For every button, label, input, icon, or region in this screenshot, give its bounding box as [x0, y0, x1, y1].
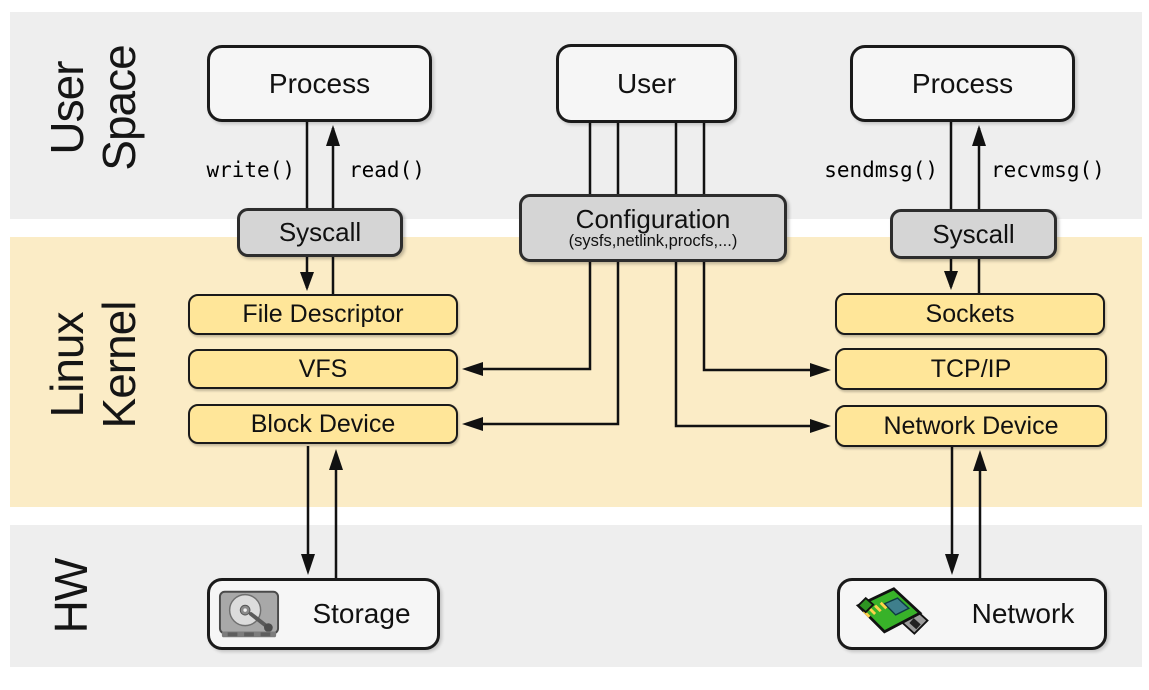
- network-device-label: Network Device: [883, 411, 1059, 440]
- tcpip-node: TCP/IP: [835, 348, 1107, 390]
- file-descriptor-label: File Descriptor: [242, 300, 404, 328]
- sockets-label: Sockets: [925, 299, 1015, 328]
- syscall-right-label: Syscall: [932, 218, 1015, 249]
- linux-kernel-label: Linux Kernel: [41, 295, 145, 435]
- read-call-label: read(): [349, 158, 425, 182]
- storage-label: Storage: [312, 598, 411, 629]
- network-label: Network: [971, 598, 1075, 629]
- hw-label-line1: HW: [45, 558, 97, 634]
- configuration-node: Configuration (sysfs,netlink,procfs,...): [519, 194, 787, 262]
- write-call-label: write(): [206, 158, 295, 182]
- syscall-node-right: Syscall: [890, 209, 1057, 259]
- network-device-node: Network Device: [835, 405, 1107, 447]
- configuration-title: Configuration: [575, 203, 731, 234]
- linux-kernel-label-line2: Kernel: [93, 301, 145, 429]
- user-space-label-line1: User: [41, 61, 93, 155]
- process-node-right: Process: [850, 45, 1075, 122]
- vfs-label: VFS: [298, 354, 348, 383]
- block-device-node: Block Device: [188, 404, 458, 444]
- hw-label: HW: [45, 556, 97, 636]
- hard-disk-icon: [218, 590, 280, 638]
- process-node-left: Process: [207, 45, 432, 122]
- process-left-label: Process: [268, 67, 371, 99]
- configuration-subtitle: (sysfs,netlink,procfs,...): [568, 231, 738, 250]
- user-space-label: User Space: [41, 38, 145, 178]
- recvmsg-call-label: recvmsg(): [991, 158, 1105, 182]
- syscall-left-label: Syscall: [278, 217, 362, 247]
- user-node-label: User: [616, 67, 677, 99]
- sockets-node: Sockets: [835, 293, 1105, 335]
- user-space-label-line2: Space: [93, 45, 145, 171]
- tcpip-label: TCP/IP: [930, 354, 1012, 383]
- sendmsg-call-label: sendmsg(): [824, 158, 938, 182]
- linux-kernel-label-line1: Linux: [41, 312, 93, 418]
- process-right-label: Process: [911, 67, 1014, 99]
- block-device-label: Block Device: [250, 409, 396, 438]
- network-node: Network: [837, 578, 1107, 650]
- storage-node: Storage: [207, 578, 440, 650]
- file-descriptor-node: File Descriptor: [188, 294, 458, 335]
- network-card-icon: [855, 587, 929, 635]
- syscall-node-left: Syscall: [237, 208, 403, 257]
- vfs-node: VFS: [188, 349, 458, 389]
- user-node: User: [556, 44, 737, 123]
